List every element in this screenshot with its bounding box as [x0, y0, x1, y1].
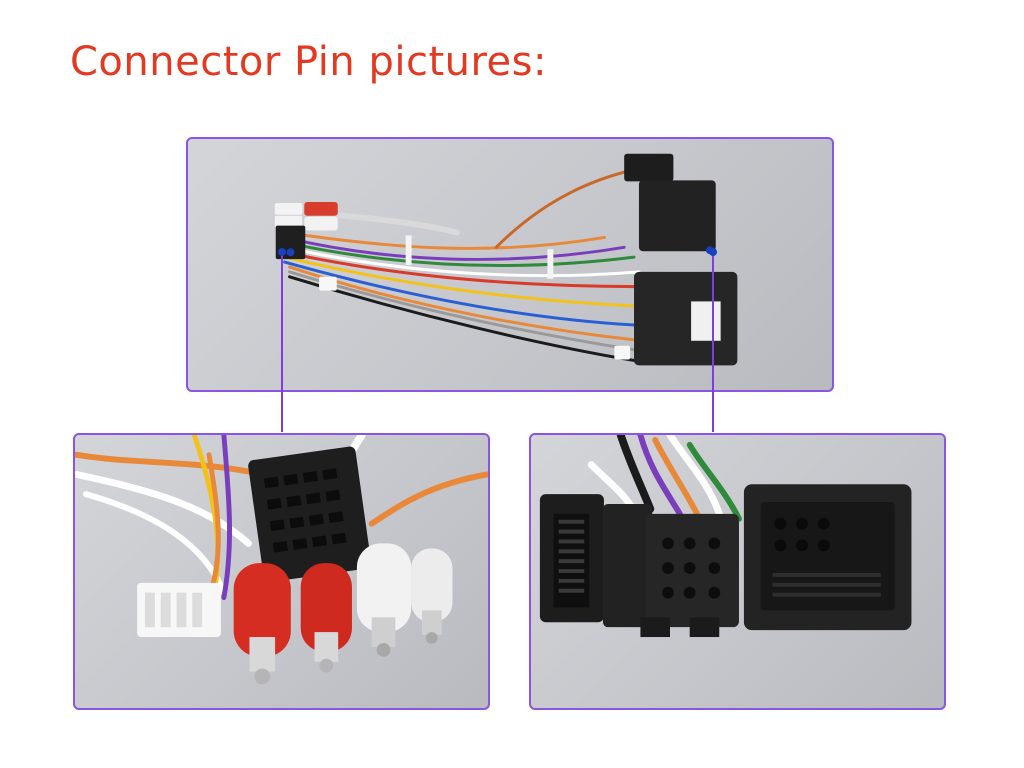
- connector-detail-photo-right: [529, 433, 946, 710]
- pin-connector-rca-illustration: [75, 435, 488, 685]
- page-title: Connector Pin pictures:: [70, 39, 547, 85]
- connector-detail-photo-left: [73, 433, 490, 710]
- harness-overview-photo: [186, 137, 834, 392]
- quadlock-connectors-illustration: [539, 435, 912, 638]
- harness-overview-illustration: [274, 153, 738, 366]
